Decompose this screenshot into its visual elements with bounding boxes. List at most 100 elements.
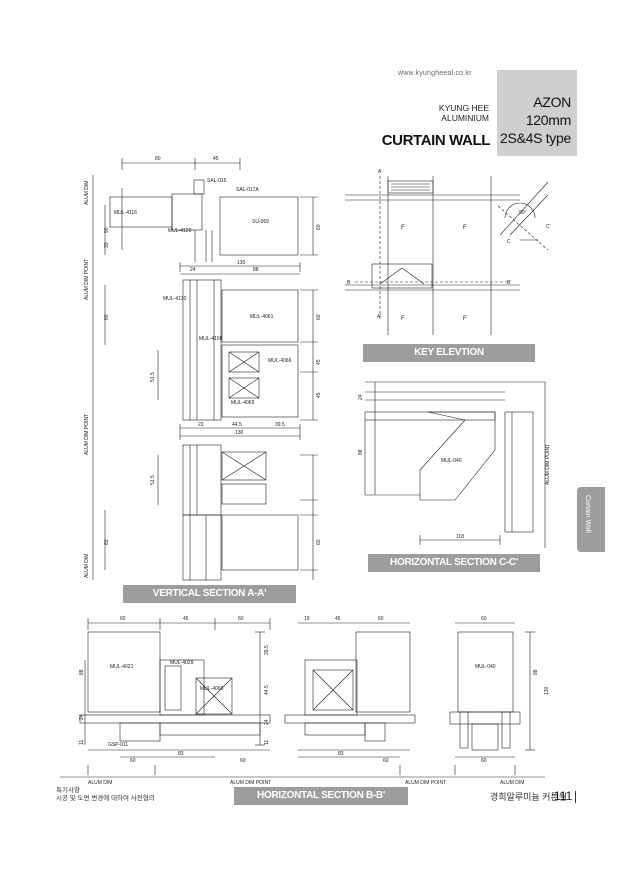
bb-bottom-label: ALUM DIM <box>88 780 112 786</box>
chapter-tab[interactable]: Curtain Wall <box>577 487 605 552</box>
brand-line-2: ALUMINIUM <box>441 113 489 123</box>
part-label: SU-069 <box>252 219 269 225</box>
bb-side-dim: 24 <box>79 714 85 720</box>
marker-a-prime: A' <box>377 314 381 320</box>
alum-dim-label: ALUM DIM <box>84 554 90 578</box>
pane-label: F <box>401 225 405 231</box>
page-divider <box>575 791 576 803</box>
part-label: MUL-4108 <box>199 336 223 342</box>
cc-dim: 118 <box>456 534 464 540</box>
dim-top-1: 80 <box>155 156 161 162</box>
bb-part: MUL-040 <box>475 664 496 670</box>
model-line-3: 2S&4S type <box>500 130 571 146</box>
part-label: MUL-4066 <box>268 358 292 364</box>
footnote: 특기사항 시공 및 도면 변경에 대하여 사전협의 <box>56 787 155 803</box>
bb-side-dim: 44.5 <box>264 685 270 695</box>
bb-side-dim: 24 <box>264 719 270 725</box>
angle-label: 90° <box>519 210 527 216</box>
bb-bottom-dim: 83 <box>338 751 344 757</box>
brand-line-1: KYUNG HEE <box>438 103 489 113</box>
model-line-2: 120mm <box>525 112 571 128</box>
bb-part: MUL-4029 <box>170 660 194 666</box>
product-title: CURTAIN WALL <box>381 132 491 149</box>
part-label: SAL-017A <box>236 187 259 193</box>
bb-bottom-dim: 60 <box>130 758 136 764</box>
model-line-1: AZON <box>533 94 571 110</box>
part-label: MUL-4120 <box>168 228 192 234</box>
bb-bottom-label: ALUM DIM POINT <box>405 780 446 786</box>
side-dim: 60 <box>104 314 110 320</box>
company-name: 경희알루미늄 커튼월 <box>490 792 568 802</box>
vertical-aa-label: VERTICAL SECTION A-A' <box>123 585 296 603</box>
bb-top-dim: 45 <box>335 616 341 622</box>
side-dim: 60 <box>316 224 322 230</box>
part-label: MUL-4061 <box>250 314 274 320</box>
page-number: 111 <box>554 789 573 803</box>
alum-dim-label: ALUM DIM POINT <box>84 259 90 300</box>
part-label: MUL-4116 <box>114 210 137 216</box>
bb-bottom-dim: 60 <box>240 758 246 764</box>
brand-name: KYUNG HEE ALUMINIUM <box>407 103 489 123</box>
bb-bottom-dim: 60 <box>481 758 487 764</box>
side-dim: 45 <box>316 359 322 365</box>
website-url: www.kyungheeal.co.kr <box>398 70 472 77</box>
dim-mid-2: 88 <box>253 267 259 273</box>
bb-side-dim: 88 <box>533 669 539 675</box>
bb-top-dim: 60 <box>238 616 244 622</box>
cc-dim: 24 <box>358 394 364 400</box>
side-dim: 90 <box>104 227 110 233</box>
marker-c-prime: C' <box>546 224 551 230</box>
horizontal-cc-label: HORIZONTAL SECTION C-C' <box>368 554 540 572</box>
horizontal-bb-label: HORIZONTAL SECTION B-B' <box>234 787 408 805</box>
side-dim: 60 <box>316 539 322 545</box>
bb-part: GSP-011 <box>108 742 128 748</box>
bb-part: MUL-4066 <box>200 686 224 692</box>
marker-c: C <box>507 239 511 245</box>
part-label: MUL-4130 <box>163 296 187 302</box>
bb-side-dim: 11 <box>264 740 270 745</box>
bb-top-dim: 19 <box>304 616 310 622</box>
cc-part: MUL-040 <box>441 458 462 464</box>
dim-bot-3: 39.5 <box>275 422 285 428</box>
dim-top-2: 45 <box>213 156 219 162</box>
bb-side-dim: 11 <box>79 740 85 745</box>
part-label: MUL-4069 <box>231 400 255 406</box>
part-label: SAL-015 <box>207 178 227 184</box>
bb-side-dim: 88 <box>79 669 85 675</box>
dim-bot-2: 44.5 <box>232 422 242 428</box>
dim-mid-3: 130 <box>237 260 246 266</box>
side-dim: 45 <box>316 392 322 398</box>
bb-top-dim: 60 <box>120 616 126 622</box>
key-elevation-label: KEY ELEVTION <box>363 344 535 362</box>
side-dim: 60 <box>316 314 322 320</box>
dim-mid-1: 24 <box>190 267 196 273</box>
pane-label: F <box>463 225 467 231</box>
footnote-body: 시공 및 도면 변경에 대하여 사전협의 <box>56 795 155 802</box>
chapter-tab-label: Curtain Wall <box>584 495 591 533</box>
marker-b-prime: B' <box>507 280 511 286</box>
bb-side-dim: 130 <box>544 686 550 695</box>
side-dim: 51.5 <box>150 372 156 382</box>
dim-bot-1: 22 <box>198 422 204 428</box>
dim-bot-4: 130 <box>235 430 244 436</box>
bb-top-dim: 45 <box>183 616 189 622</box>
bb-bottom-label: ALUM DIM <box>500 780 524 786</box>
alum-dim-label: ALUM DIM <box>84 181 90 205</box>
marker-a: A <box>378 169 382 175</box>
pane-label: F <box>401 316 405 322</box>
bb-bottom-dim: 60 <box>383 758 389 764</box>
bb-top-dim: 60 <box>481 616 487 622</box>
bb-top-dim: 60 <box>378 616 384 622</box>
side-dim: 51.5 <box>150 475 156 485</box>
alum-dim-label: ALUM DIM POINT <box>84 414 90 455</box>
cc-dim: 88 <box>358 449 364 455</box>
bb-bottom-label: ALUM DIM POINT <box>230 780 271 786</box>
side-dim: 60 <box>104 539 110 545</box>
marker-b: B <box>347 280 351 286</box>
pane-label: F <box>463 316 467 322</box>
alum-dim-point-label: ALUM DIM POINT <box>545 444 551 485</box>
side-dim: 30 <box>104 242 110 248</box>
bb-part: MUL-4021 <box>110 664 134 670</box>
model-box: AZON 120mm 2S&4S type <box>497 70 577 156</box>
